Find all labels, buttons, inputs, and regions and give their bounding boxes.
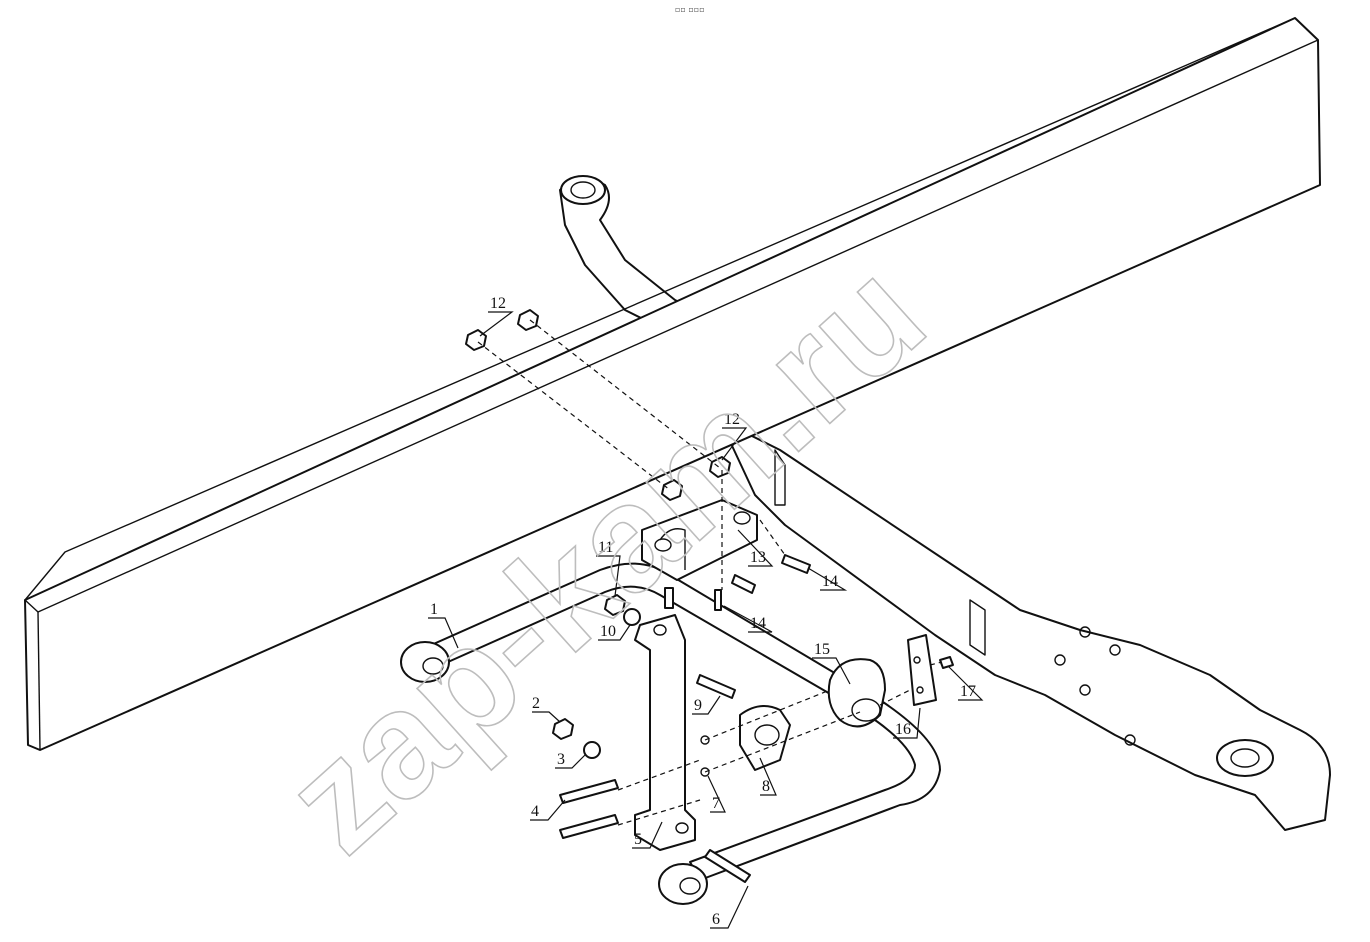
svg-text:16: 16 [895, 721, 911, 738]
callouts: 1 2 3 4 5 6 7 8 [428, 295, 984, 929]
callout-4: 4 [530, 799, 566, 821]
callout-7: 7 [707, 775, 726, 813]
callout-15: 15 [812, 641, 851, 685]
svg-text:13: 13 [750, 549, 766, 566]
callout-17: 17 [947, 665, 984, 701]
svg-text:15: 15 [814, 641, 830, 658]
callout-6: 6 [710, 885, 749, 929]
svg-text:7: 7 [712, 795, 720, 812]
svg-text:4: 4 [531, 803, 539, 820]
callout-3: 3 [555, 751, 587, 769]
callout-16: 16 [893, 707, 921, 739]
header-mark: ▫▫ ▫▫▫ [675, 5, 705, 14]
callout-5: 5 [632, 821, 663, 849]
svg-text:14: 14 [750, 615, 766, 632]
callout-12-left: 12 [479, 295, 514, 337]
svg-text:12: 12 [724, 411, 740, 428]
svg-text:1: 1 [430, 601, 438, 618]
callout-11: 11 [596, 539, 621, 597]
svg-text:17: 17 [960, 683, 976, 700]
callout-13: 13 [737, 529, 774, 567]
svg-text:10: 10 [600, 623, 616, 640]
plate [907, 634, 937, 706]
callout-14-right: 14 [807, 567, 848, 591]
fasteners [465, 309, 954, 883]
svg-text:2: 2 [532, 695, 540, 712]
callout-9: 9 [692, 695, 721, 715]
svg-text:6: 6 [712, 911, 720, 928]
callout-14-center: 14 [723, 605, 773, 633]
svg-text:3: 3 [557, 751, 565, 768]
callout-1: 1 [428, 601, 459, 649]
svg-text:14: 14 [822, 573, 838, 590]
assembly-lines [477, 319, 943, 826]
callout-10: 10 [598, 623, 631, 641]
bushing [827, 658, 886, 728]
axle-beam [559, 175, 1331, 831]
frame-rail [24, 17, 1321, 751]
svg-text:5: 5 [634, 831, 642, 848]
stabilizer-link [634, 614, 696, 851]
callout-2: 2 [532, 695, 561, 723]
svg-text:11: 11 [598, 539, 613, 556]
callout-12-center: 12 [721, 411, 748, 461]
svg-text:9: 9 [694, 697, 702, 714]
clamp [739, 705, 791, 771]
callout-8: 8 [759, 757, 777, 796]
svg-text:8: 8 [762, 778, 770, 795]
svg-text:12: 12 [490, 295, 506, 312]
